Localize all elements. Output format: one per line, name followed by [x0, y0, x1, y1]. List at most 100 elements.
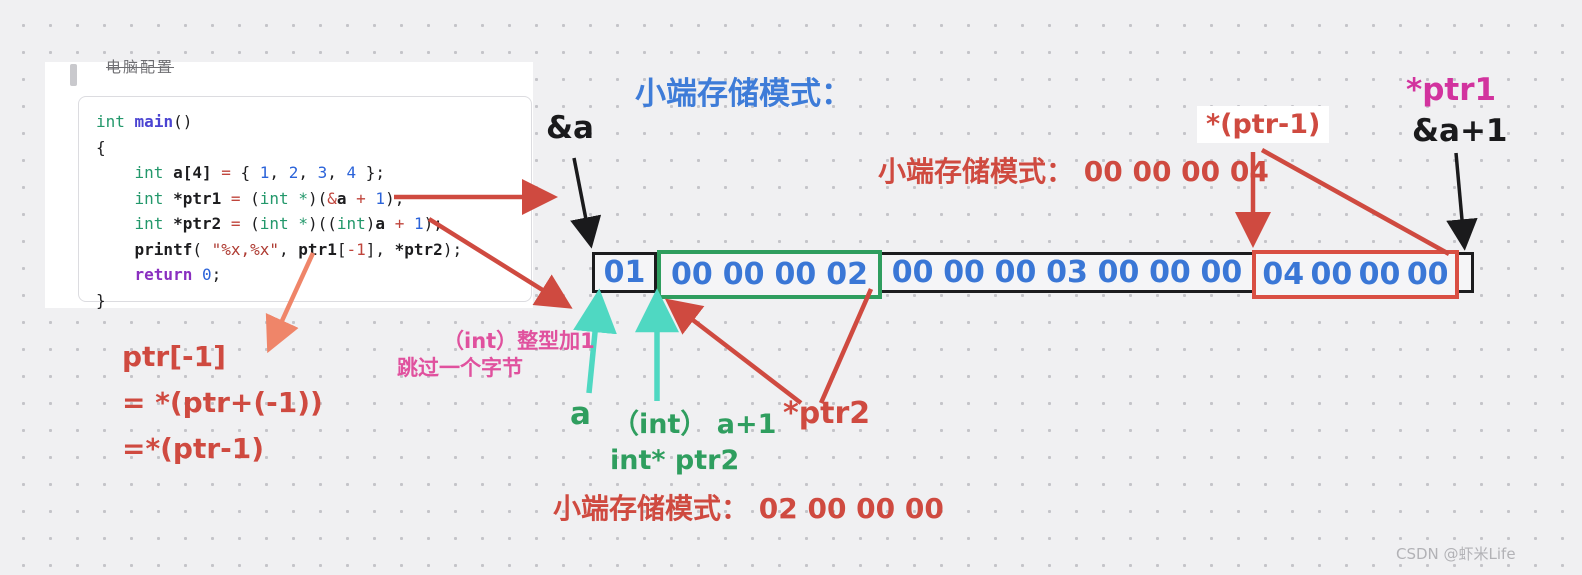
code-token: )((	[307, 214, 337, 233]
code-token: +	[394, 214, 405, 233]
code-token: main	[134, 112, 174, 131]
memory-byte: 03	[1046, 254, 1088, 290]
code-line: printf( "%x,%x", ptr1[-1], *ptr2);	[96, 237, 531, 263]
code-token: =	[230, 188, 241, 208]
code-token	[192, 265, 202, 284]
int-cast-note-line1: （int）整型加1	[443, 329, 595, 353]
code-token	[96, 163, 135, 182]
memory-byte: 00	[1097, 254, 1140, 290]
memory-byte: 00	[891, 254, 934, 290]
label-int-a-plus-1: （int） a+1	[612, 409, 777, 440]
memory-byte: 00	[943, 254, 985, 290]
code-token: int *	[259, 188, 308, 208]
cropped-header-text: 电脑配置	[106, 58, 175, 76]
code-token: *ptr2	[394, 239, 443, 259]
little-endian-title: 小端存储模式：	[635, 76, 852, 112]
code-line: return 0;	[96, 262, 531, 288]
code-token: ptr1	[298, 239, 337, 259]
label-amp-a-plus-1: &a+1	[1412, 113, 1508, 149]
code-token: "%x,%x"	[211, 239, 280, 259]
code-line: {	[96, 135, 531, 161]
code-token: *ptr1	[163, 188, 231, 208]
code-token: 1	[259, 163, 270, 182]
label-int-ptr2: int* ptr2	[610, 445, 740, 476]
code-token: a	[336, 188, 347, 208]
code-line: int main()	[96, 109, 531, 135]
code-token: ,	[298, 163, 318, 182]
code-token: );	[385, 188, 405, 208]
code-token: );	[423, 214, 443, 233]
ptr-expression-line2: = *(ptr+(-1))	[122, 386, 323, 419]
code-token	[404, 214, 414, 233]
memory-byte: 00	[774, 256, 817, 292]
code-token: a[4]	[163, 163, 222, 182]
line-deref-ptr2-right	[818, 288, 874, 404]
code-token: 2	[288, 163, 299, 182]
code-token	[125, 112, 135, 131]
code-token	[347, 189, 357, 208]
memory-byte: 04	[1262, 256, 1305, 292]
label-a: a	[570, 396, 591, 432]
ptr-expression-note: ptr[-1] = *(ptr+(-1)) =*(ptr-1)	[122, 334, 323, 472]
memory-byte: 02	[826, 256, 868, 292]
code-token: 4	[346, 163, 357, 182]
code-card: int main(){ int a[4] = { 1, 2, 3, 4 }; i…	[78, 96, 532, 310]
code-token: {	[96, 137, 106, 157]
memory-byte: 00	[994, 254, 1037, 290]
code-token: 0	[201, 265, 212, 284]
code-token: 1	[413, 214, 424, 233]
code-line: int *ptr2 = (int *)((int)a + 1);	[96, 211, 531, 237]
code-token	[96, 214, 135, 233]
code-token: -1	[346, 239, 366, 259]
code-line: int a[4] = { 1, 2, 3, 4 };	[96, 160, 531, 186]
arrow-deref-ptr2-left	[664, 298, 803, 405]
label-amp-a: &a	[546, 110, 594, 146]
code-token: ;	[211, 265, 222, 284]
code-token: int	[134, 188, 164, 208]
code-token: ],	[365, 239, 395, 259]
ptr-expression-line1: ptr[-1]	[122, 340, 226, 373]
quote-bar	[70, 64, 77, 86]
code-token: int	[134, 214, 164, 233]
code-token: ()	[173, 112, 193, 131]
memory-byte: 00	[1200, 254, 1243, 290]
code-token: &	[327, 188, 337, 208]
memory-byte: 00	[722, 256, 765, 292]
code-token: (	[192, 239, 212, 259]
code-token: );	[442, 239, 463, 259]
memory-byte: 00	[1358, 256, 1401, 292]
code-token: }	[96, 290, 106, 310]
watermark: CSDN @虾米Life	[1396, 545, 1516, 563]
memory-trailing-space	[1459, 255, 1471, 290]
code-token: };	[356, 163, 386, 182]
code-token: int	[336, 214, 366, 233]
code-token: (	[240, 188, 260, 208]
code-token: printf	[96, 239, 193, 259]
code-token: {	[230, 163, 260, 182]
code-token: ,	[327, 163, 347, 182]
code-token	[96, 265, 135, 284]
little-endian-value-04: 小端存储模式： 00 00 00 04	[878, 155, 1269, 188]
code-line: }	[96, 288, 531, 314]
line-ptr-minus-1-diagonal	[1260, 148, 1451, 256]
code-token: int	[134, 163, 164, 182]
code-token: )(	[307, 188, 328, 208]
code-token	[96, 189, 135, 208]
memory-byte: 00	[671, 256, 713, 292]
arrow-amp-a	[570, 157, 602, 249]
memory-byte: 01	[603, 254, 646, 290]
code-token: 3	[317, 163, 328, 182]
code-line: int *ptr1 = (int *)(&a + 1);	[96, 186, 531, 212]
code-token: return	[134, 265, 193, 284]
code-token: =	[221, 163, 231, 182]
code-token: int	[96, 112, 125, 131]
little-endian-value-02: 小端存储模式： 02 00 00 00	[553, 492, 944, 525]
code-token: *ptr2	[163, 214, 231, 233]
label-deref-ptr1: *ptr1	[1406, 72, 1497, 108]
memory-byte: 00	[1149, 254, 1191, 290]
